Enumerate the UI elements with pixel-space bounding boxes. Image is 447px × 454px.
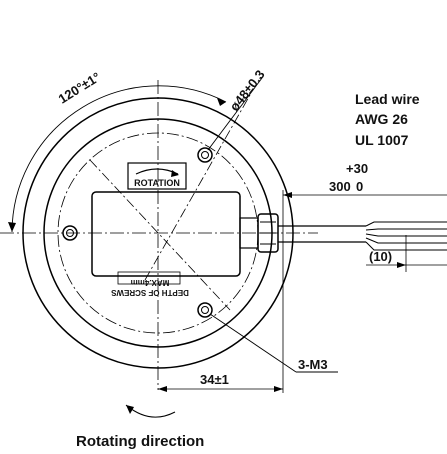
lead-wire-awg: AWG 26 [355, 111, 408, 127]
tip-length-label: (10) [369, 249, 392, 264]
angle-arrow-start [8, 222, 16, 232]
rotation-label-box [127, 162, 187, 190]
offset-label: 34±1 [200, 372, 229, 387]
center-line-diagonal-1 [89, 159, 231, 311]
diameter-label: ø48±0.3 [227, 67, 268, 114]
tolerance-plus: +30 [346, 161, 368, 176]
screw-hole-top [197, 147, 213, 163]
screws-label: 3-M3 [298, 357, 328, 372]
angle-label: 120°±1° [56, 69, 103, 106]
cable-gland-nut [257, 213, 279, 253]
angle-dimension-arc [11, 85, 227, 233]
rotating-direction-label: Rotating direction [76, 433, 204, 450]
lead-wire-title: Lead wire [355, 91, 420, 107]
screw-hole-left [62, 225, 78, 241]
tolerance-zero: 0 [356, 179, 363, 194]
diameter-leader [207, 77, 263, 151]
screws-leader [209, 313, 297, 373]
svg-text:DEPTH OF SCREWS: DEPTH OF SCREWS [110, 288, 188, 297]
length-value: 300 [329, 179, 351, 194]
svg-text:MAX.4mm: MAX.4mm [131, 278, 170, 287]
rotation-label: ROTATION [134, 178, 180, 188]
lead-wires [365, 221, 447, 251]
depth-of-screws-label: DEPTH OF SCREWS MAX.4mm [110, 278, 188, 297]
angle-arrow-end [217, 98, 226, 106]
lead-wire-ul: UL 1007 [355, 132, 409, 148]
pcb-plate [91, 191, 241, 277]
rotating-direction-arrow-icon [125, 404, 176, 418]
screw-hole-bottom [197, 302, 213, 318]
